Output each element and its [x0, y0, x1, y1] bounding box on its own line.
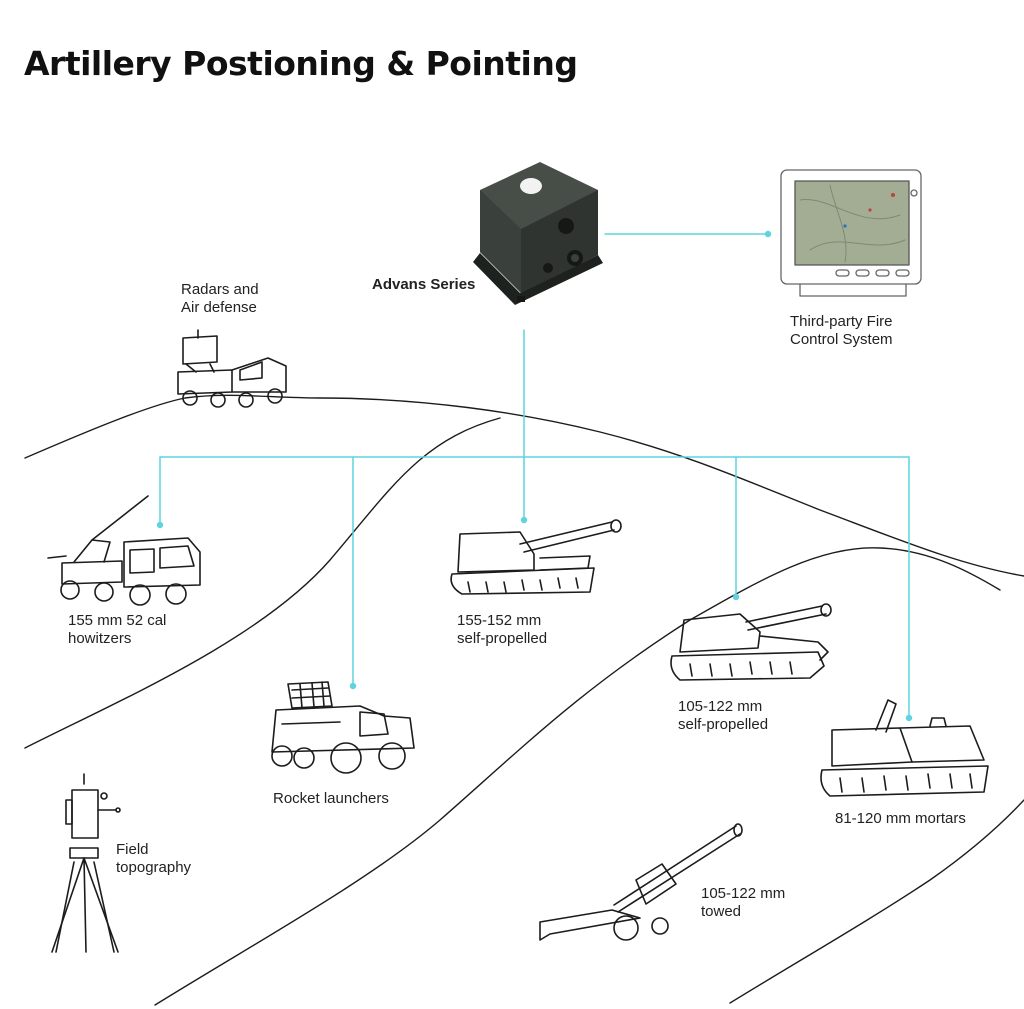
mortar-icon — [820, 699, 989, 797]
topo-label-line2: topography — [116, 859, 192, 876]
connection-lines — [159, 233, 910, 719]
towed-howitzer-icon — [539, 823, 743, 941]
fcs-label: Third-party Fire Control System — [790, 313, 893, 349]
fcs-label-line2: Control System — [790, 331, 893, 348]
howitzer-label-line1: 155 mm 52 cal — [68, 612, 167, 629]
howitzer-truck-icon — [47, 495, 201, 606]
sp155-label-line2: self-propelled — [457, 630, 548, 647]
sp-155-icon — [450, 519, 622, 595]
towed-label-line2: towed — [701, 903, 742, 920]
towed-label: 105-122 mm towed — [701, 885, 785, 921]
howitzer-label: 155 mm 52 cal howitzers — [68, 612, 166, 648]
radar-label: Radars and Air defense — [181, 281, 259, 317]
howitzer-label-line2: howitzers — [68, 630, 132, 647]
sp155-label: 155-152 mm self-propelled — [457, 612, 547, 648]
sp155-label-line1: 155-152 mm — [457, 612, 542, 629]
radar-label-line2: Air defense — [181, 299, 257, 316]
towed-label-line1: 105-122 mm — [701, 885, 786, 902]
mortar-label-line1: 81-120 mm mortars — [835, 810, 966, 827]
sp105-label-line2: self-propelled — [678, 716, 769, 733]
page-title: Artillery Postioning & Pointing — [24, 44, 578, 83]
sp105-label-line1: 105-122 mm — [678, 698, 763, 715]
advans-label-text: Advans Series — [372, 276, 476, 293]
fire-control-monitor — [780, 169, 922, 297]
rocket-label: Rocket launchers — [273, 790, 389, 808]
fcs-label-line1: Third-party Fire — [790, 313, 893, 330]
sp-105-icon — [670, 603, 832, 681]
mortar-label: 81-120 mm mortars — [835, 810, 966, 828]
radar-label-line1: Radars and — [181, 281, 259, 298]
advans-device — [473, 162, 603, 305]
sp105-label: 105-122 mm self-propelled — [678, 698, 768, 734]
rocket-launcher-icon — [271, 681, 415, 774]
rocket-label-line1: Rocket launchers — [273, 790, 389, 807]
topo-label: Field topography — [116, 841, 191, 877]
topo-label-line1: Field — [116, 841, 149, 858]
terrain-lines — [24, 394, 1024, 1006]
radar-truck-icon — [177, 329, 287, 408]
advans-label: Advans Series — [372, 276, 475, 294]
theodolite-icon — [51, 773, 121, 953]
connection-dots — [156, 230, 913, 722]
